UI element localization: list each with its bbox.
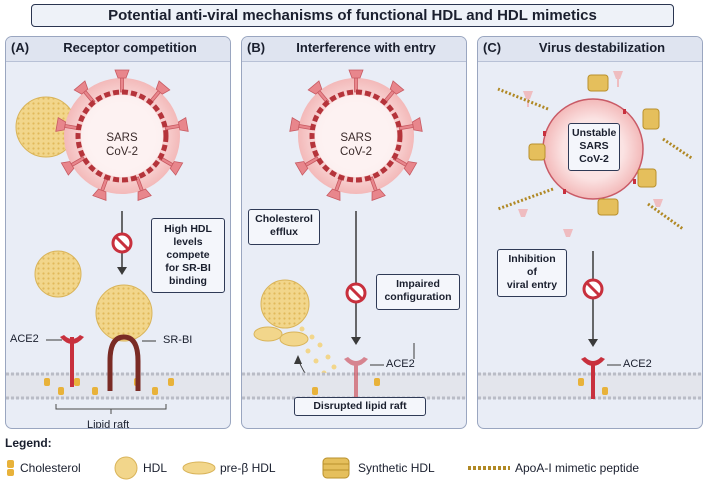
hdl-particle xyxy=(34,250,82,298)
pre-beta-hdl-icon xyxy=(182,461,216,475)
legend-title: Legend: xyxy=(5,436,52,450)
hdl-particle xyxy=(260,279,310,329)
panel-title: Interference with entry xyxy=(296,40,436,55)
ace2-label: ACE2 xyxy=(10,333,39,345)
ace2-receptor xyxy=(46,335,84,387)
panel-header: (C) Virus destabilization xyxy=(478,37,702,62)
unstable-virus-box: Unstable SARS CoV-2 xyxy=(568,123,620,171)
hdl-competition-box: High HDL levels compete for SR-BI bindin… xyxy=(151,218,225,293)
pre-beta-hdl xyxy=(279,331,309,347)
inhibition-of-viral-entry-box: Inhibition of viral entry xyxy=(497,249,567,297)
hdl-icon xyxy=(114,456,138,480)
ace2-receptor xyxy=(344,357,368,401)
lipid-membrane xyxy=(6,372,230,400)
inhibition-icon xyxy=(582,278,604,300)
ace2-receptor xyxy=(581,357,605,399)
receptor-competition-illustration xyxy=(6,69,230,414)
figure-title: Potential anti-viral mechanisms of funct… xyxy=(31,4,674,27)
sars-cov-2-virus xyxy=(289,69,423,201)
virus-destabilization-illustration xyxy=(478,71,702,400)
legend-pre-beta-hdl: pre-β HDL xyxy=(220,461,276,475)
disrupted-lipid-raft-box: Disrupted lipid raft xyxy=(294,397,426,416)
panel-receptor-competition: (A) Receptor competition xyxy=(5,36,231,429)
legend-synthetic-hdl: Synthetic HDL xyxy=(358,461,435,475)
apoa-i-mimetic-peptide xyxy=(497,87,694,231)
cholesterol-icon xyxy=(7,460,14,476)
panel-title: Receptor competition xyxy=(63,40,197,55)
apoa-i-peptide-icon xyxy=(468,466,510,470)
inhibition-icon xyxy=(111,232,133,254)
panel-letter: (B) xyxy=(247,40,266,55)
inhibition-icon xyxy=(345,282,367,304)
ace2-label: ACE2 xyxy=(386,358,415,370)
impaired-configuration-box: Impaired configuration xyxy=(376,274,460,310)
synthetic-hdl xyxy=(528,74,660,216)
lipid-raft-label: Lipid raft xyxy=(87,419,130,429)
sars-cov-2-virus xyxy=(55,69,189,201)
sr-bi-receptor xyxy=(107,334,141,391)
panel-letter: (C) xyxy=(483,40,502,55)
virus-label: SARS CoV-2 xyxy=(340,132,372,158)
lipid-raft-bracket xyxy=(55,404,167,414)
ace2-label: ACE2 xyxy=(623,358,652,370)
synthetic-hdl-icon xyxy=(322,457,350,479)
hdl-particle xyxy=(95,284,153,342)
lipid-membrane xyxy=(478,372,702,400)
panel-virus-destabilization: (C) Virus destabilization xyxy=(477,36,703,429)
virus-label: SARS CoV-2 xyxy=(106,132,138,158)
legend-hdl: HDL xyxy=(143,461,168,475)
cholesterol-efflux-box: Cholesterol efflux xyxy=(248,209,320,245)
pre-beta-hdl xyxy=(253,326,283,342)
sr-bi-label: SR-BI xyxy=(163,334,193,346)
legend-apoa-i-mimetic-peptide: ApoA-I mimetic peptide xyxy=(515,461,640,475)
panel-header: (B) Interference with entry xyxy=(242,37,466,62)
panel-header: (A) Receptor competition xyxy=(6,37,230,62)
panel-letter: (A) xyxy=(11,40,30,55)
panel-title: Virus destabilization xyxy=(538,40,666,55)
panel-interference-with-entry: (B) Interference with entry xyxy=(241,36,467,429)
legend-cholesterol: Cholesterol xyxy=(20,461,81,475)
